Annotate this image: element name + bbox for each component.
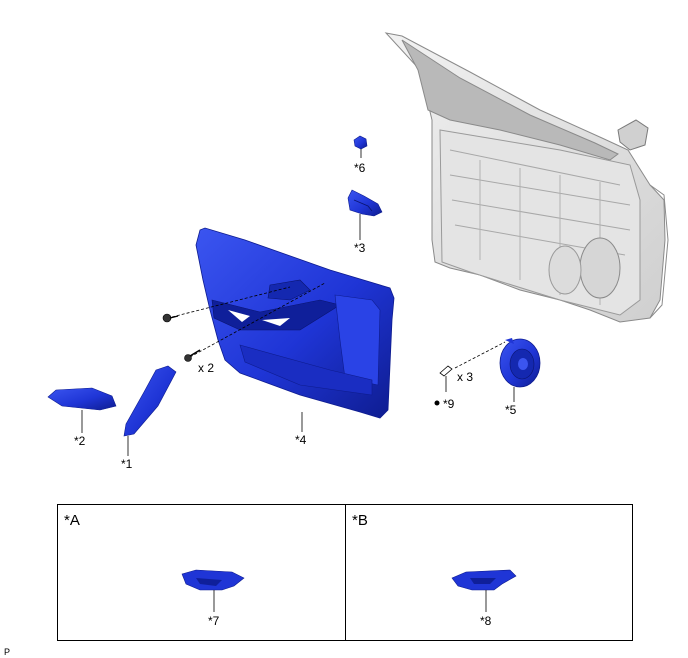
label-part-9: *9 (443, 397, 455, 411)
part-1-armrest-base (123, 365, 177, 456)
label-part-5: *5 (505, 403, 517, 417)
label-part-4: *4 (295, 433, 307, 447)
label-part-7: *7 (208, 614, 220, 628)
inset-a-label: *A (64, 512, 80, 529)
part-4-door-trim-board (195, 227, 395, 432)
clip-fastener (162, 313, 179, 323)
label-screw-qty: x 3 (457, 370, 474, 384)
footer-code: P (4, 647, 11, 657)
screw-fastener (184, 349, 201, 362)
part-5-speaker (499, 338, 541, 402)
door-frame (384, 32, 669, 323)
label-part-3: *3 (354, 241, 366, 255)
label-clip-qty: x 2 (198, 361, 215, 375)
part-7-switch-base-inset (181, 569, 245, 612)
assembly-dashed-lines (171, 282, 506, 369)
part-3-inside-handle-bezel (347, 189, 383, 240)
part-8-switch-base-inset (451, 569, 517, 612)
inset-b-label: *B (352, 512, 368, 529)
label-part-6: *6 (354, 161, 366, 175)
speaker-screw (434, 365, 453, 406)
part-2-armrest-cover (47, 387, 117, 433)
label-part-8: *8 (480, 614, 492, 628)
label-part-1: *1 (121, 457, 133, 471)
label-part-2: *2 (74, 434, 86, 448)
part-6-tweeter-cover (353, 135, 368, 158)
